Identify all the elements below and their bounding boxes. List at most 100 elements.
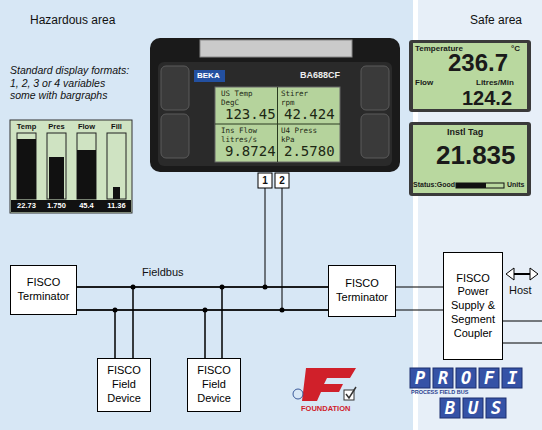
display-status: Status:Good [413,181,455,189]
bar-value: 11.36 [103,201,130,210]
foundation-logo [302,368,356,401]
lcd-unit: rpm [281,98,295,107]
lcd-value: 42.424 [284,106,335,123]
lcd-unit: litres/s [221,135,257,144]
instrument-button [161,114,189,158]
display-tag: Flow [415,78,433,88]
bar-fill [49,157,64,199]
arrow-head [530,268,538,280]
logo-text: PROFI [415,368,530,388]
bus-label: Fieldbus [142,266,184,279]
check-mark [346,387,356,398]
brand-logo: BEKA [197,71,220,81]
arrow-head [506,268,514,280]
display-bezel [409,40,531,112]
bar-name: Temp [13,122,40,131]
box-text: FISCO Terminator [331,277,393,305]
box-text: FISCO Field Device [190,364,238,405]
bar-outline [77,133,96,199]
logo-text: FOUNDATION [301,404,350,413]
instrument-wire [282,188,283,310]
lcd-screen [215,87,340,162]
terminal-number: 1 [258,174,272,188]
terminator-box: FISCO Terminator [10,265,77,315]
bar-name: Flow [73,122,100,131]
display-unit: °C [511,44,520,54]
status-bar [456,183,504,188]
lcd-value: 9.8724 [225,143,276,160]
lcd-tag: U4 Press [281,126,317,135]
brand-badge [194,70,225,82]
logo-text: BUS [445,398,514,418]
host-wire [503,343,542,344]
instrument-button [161,66,189,110]
lcd-tag: Ins Flow [221,126,257,135]
terminal [258,173,272,188]
box-text: FISCO Terminator [13,276,74,304]
fieldbus-line [222,287,328,358]
fieldbus-line [133,287,328,358]
host-arrow [512,273,532,275]
junction-dot [263,285,268,290]
bar-value: 45.4 [73,201,100,210]
fieldbus-line [77,287,328,288]
host-label: Host [509,284,532,297]
bar-outline [47,133,66,199]
lcd-tag: US Temp [221,89,253,98]
globe-icon [293,389,303,399]
bar-fill [17,139,36,199]
display-value: 124.2 [462,88,512,108]
instrument-button [361,66,389,110]
junction-dot [113,308,118,313]
fieldbus-line [77,310,328,311]
area-label: Hazardous area [30,13,115,27]
lcd-unit: DegC [221,98,239,107]
lcd-screen [413,43,527,109]
instrument-wire [265,188,266,287]
fieldbus-line [115,310,328,358]
junction-dot [203,308,208,313]
lcd-screen [413,125,527,193]
display-value: 21.835 [436,141,516,169]
fieldbus-line [77,287,222,358]
lcd-unit: kPa [281,135,295,144]
junction-dot [131,285,136,290]
note-text: Standard display formats: 1, 2, 3 or 4 v… [10,64,131,102]
bar-value: 22.73 [13,201,40,210]
display-tag: Instl Tag [447,127,483,138]
field-device-box: FISCO Field Device [97,358,151,412]
area-label: Safe area [470,13,522,27]
bar-fill [113,187,120,199]
lcd-tag: Stirer [281,89,308,98]
bar-outline [17,133,36,199]
lcd-divider [215,124,340,125]
bar-fill [77,150,96,199]
box-text: FISCO Field Device [100,364,148,405]
instrument-button [361,114,389,158]
bar-value: 1.750 [43,201,70,210]
host-wire [503,321,542,322]
fieldbus-line [396,310,443,311]
fieldbus-line [77,287,133,358]
fieldbus-line [205,310,328,358]
lcd-value: 2.5780 [284,143,335,160]
value-strip [11,200,131,212]
coupler-box: FISCO Power Supply & Segment Coupler [443,252,503,360]
display-unit: Units [507,181,525,189]
fieldbus-line [396,287,443,288]
terminal [275,173,289,188]
display-unit: Litres/Min [476,78,514,88]
instrument-bezel [150,38,400,172]
box-text: FISCO Power Supply & Segment Coupler [446,272,500,341]
status-bar-fill [456,183,486,188]
field-device-box: FISCO Field Device [187,358,241,412]
fieldbus-line [77,310,115,358]
tag-slot [200,40,352,57]
junction-dot [220,285,225,290]
lcd-value: 123.45 [225,106,276,123]
fieldbus-line [77,310,205,358]
terminator-box: FISCO Terminator [328,265,396,317]
bar-outline [107,133,126,199]
